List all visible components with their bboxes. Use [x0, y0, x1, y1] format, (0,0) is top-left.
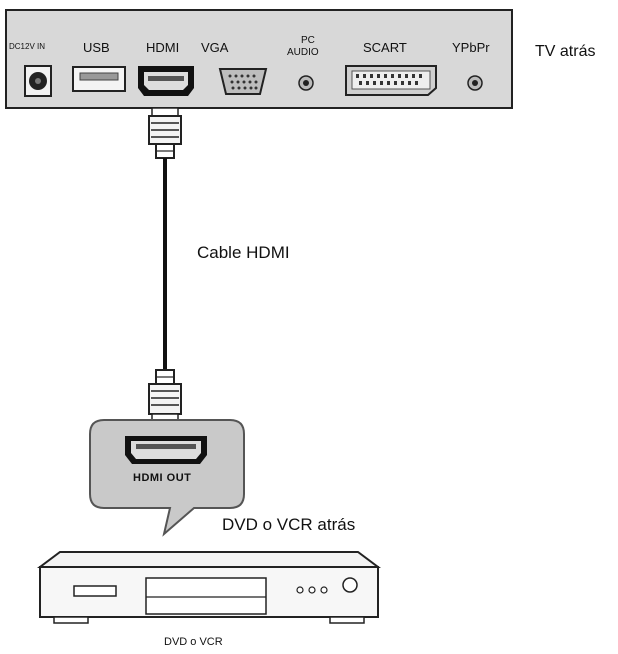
dvd-disc-tray [145, 577, 267, 615]
dvd-display-slot [73, 585, 117, 597]
usb-port-label: USB [83, 40, 110, 55]
dvd-side-label: DVD o VCR atrás [222, 515, 356, 534]
usb-port-icon [72, 66, 126, 92]
dvd-button-2-icon [308, 586, 316, 594]
dvd-power-knob-icon [342, 577, 358, 593]
vga-port-icon [218, 68, 268, 95]
dc-power-jack-icon [24, 65, 52, 97]
scart-port-icon [345, 65, 437, 96]
cable-label: Cable HDMI [197, 243, 290, 262]
hdmi-port-label: HDMI [146, 40, 180, 55]
ypbpr-jack-icon [467, 75, 483, 91]
ypbpr-port-label: YPbPr [452, 40, 490, 55]
scart-port-label: SCART [363, 40, 407, 55]
hdmi-out-label: HDMI OUT [133, 472, 192, 484]
hdmi-out-port-icon [125, 436, 207, 464]
tv-side-label: TV atrás [535, 43, 596, 60]
vga-port-label: VGA [201, 40, 229, 55]
dvd-button-3-icon [320, 586, 328, 594]
hdmi-port-icon [138, 66, 194, 96]
device-label: DVD o VCR [164, 636, 223, 648]
hdmi-plug-bottom-icon [148, 369, 182, 425]
pc-audio-label-line2: AUDIO [287, 47, 319, 58]
dc-port-label: DC12V IN [9, 42, 46, 51]
pc-audio-jack-icon [298, 75, 314, 91]
dvd-button-1-icon [296, 586, 304, 594]
dvd-vcr-device [37, 551, 381, 624]
pc-audio-label-line1: PC [301, 35, 315, 46]
hdmi-plug-top-icon [148, 107, 182, 159]
